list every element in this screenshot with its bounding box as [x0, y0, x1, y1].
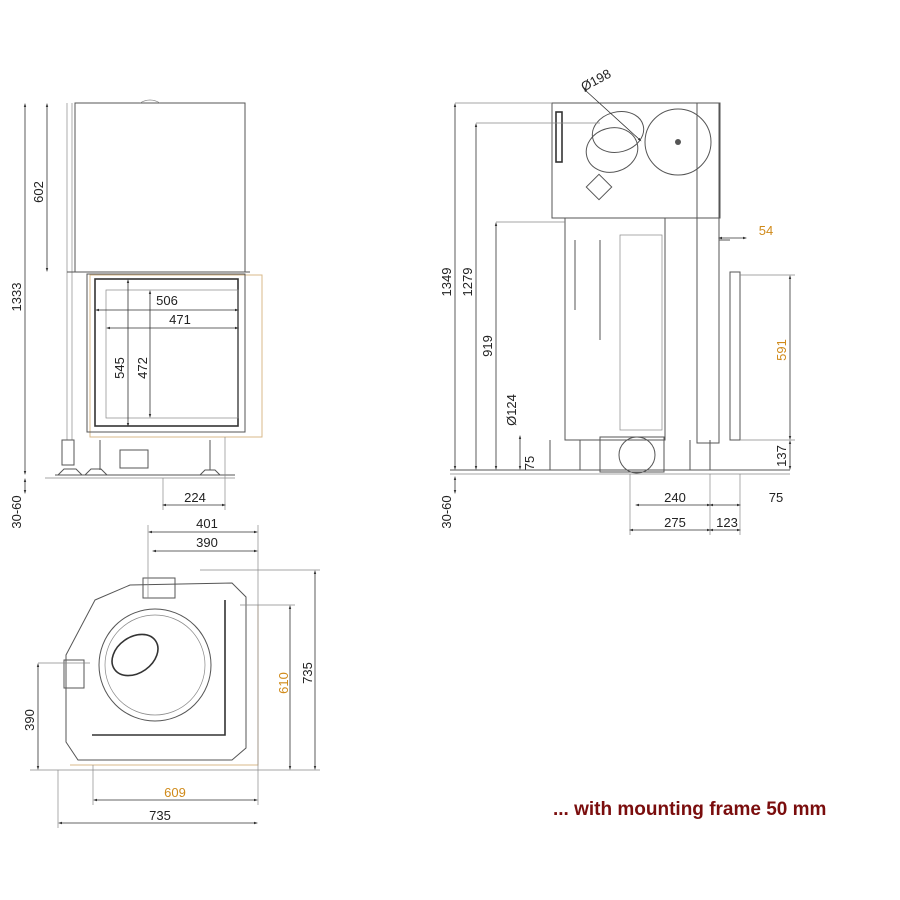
dim-flue-diameter: Ø198: [578, 66, 613, 94]
dim-hood-height: 602: [31, 181, 46, 203]
dim-glass-width: 471: [169, 312, 191, 327]
dim-air-inlet-diameter: Ø124: [504, 394, 519, 426]
dim-base-offset: 224: [184, 490, 206, 505]
dim-depth-frame: 610: [276, 672, 291, 694]
dim-door-height: 545: [112, 357, 127, 379]
fan-disc: [644, 108, 712, 176]
dim-width-total: 735: [149, 808, 171, 823]
dim-width-frame: 609: [164, 785, 186, 800]
dim-flue-axis-height: 1279: [460, 268, 475, 297]
plan-view: 401 390 735 610 390 609 735: [22, 516, 320, 828]
dim-frame-offset: 54: [759, 223, 773, 238]
caption: ... with mounting frame 50 mm: [553, 799, 827, 820]
dim-inlet-offset: 240: [664, 490, 686, 505]
dim-total-height: 1333: [9, 283, 24, 312]
dim-glass-height: 472: [135, 357, 150, 379]
dim-feet-adjust: 30-60: [9, 495, 24, 528]
flue-opening: [111, 633, 159, 677]
dim-feet-adjust: 30-60: [439, 495, 454, 528]
dim-width-inner: 390: [196, 535, 218, 550]
dim-frame-bottom: 137: [774, 445, 789, 467]
hood-outline: [74, 102, 246, 273]
dim-left-offset: 390: [22, 709, 37, 731]
dim-inlet-depth: 275: [664, 515, 686, 530]
dim-width-top: 401: [196, 516, 218, 531]
dim-depth-total: 735: [300, 662, 315, 684]
dim-air-inlet-height: 75: [522, 456, 537, 470]
dim-side-offset: 75: [769, 490, 783, 505]
air-inlet: [618, 436, 656, 474]
dim-body-height: 919: [480, 335, 495, 357]
flue-collar: [591, 111, 645, 153]
dim-depth-right: 123: [716, 515, 738, 530]
front-view: 602 1333 30-60 506 471 545 472 224: [9, 99, 263, 529]
firebox-circle: [98, 608, 212, 722]
dim-door-width: 506: [156, 293, 178, 308]
plan-outline: [65, 582, 247, 761]
dim-total-height: 1349: [439, 268, 454, 297]
mounting-frame-outline: [89, 274, 263, 438]
side-view: Ø198 1349 1279 919 Ø124 75 30-60 54 591 …: [439, 66, 795, 535]
body-outline: [564, 217, 666, 441]
dim-frame-height: 591: [774, 339, 789, 361]
